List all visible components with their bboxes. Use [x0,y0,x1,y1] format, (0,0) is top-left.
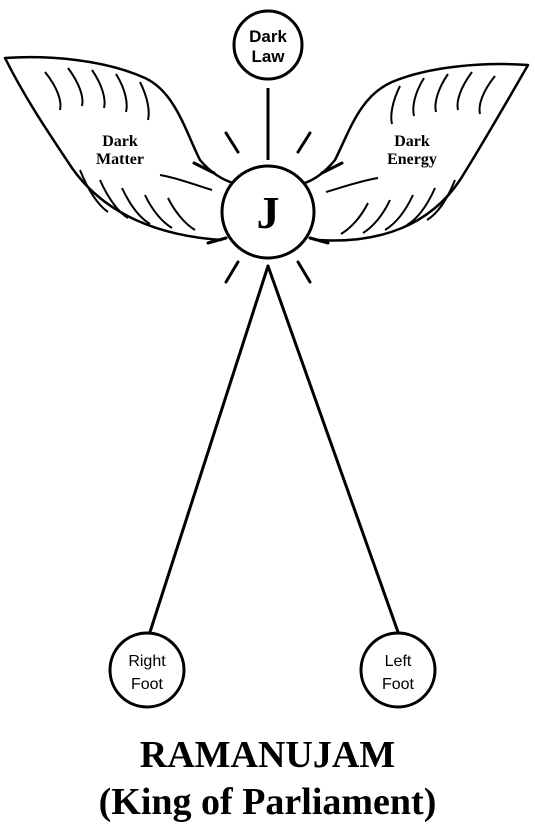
right-wing-label-1: Dark [394,133,430,150]
left-foot-label-2: Foot [382,676,415,693]
right-wing [301,62,530,242]
right-leg [148,264,270,634]
center-node [220,164,316,260]
right-wing-feathers [325,71,496,235]
left-foot-node [359,631,437,709]
left-wing-label-1: Dark [102,133,138,150]
left-wing-feathers [44,67,213,231]
left-wing-label-2: Matter [96,151,144,168]
top-node [232,9,304,81]
left-leg [266,264,400,634]
title-line-1: RAMANUJAM [139,734,396,776]
center-rays [192,131,344,284]
center-label: J [257,187,280,238]
right-foot-label-1: Right [128,653,166,670]
legs [148,264,400,634]
left-foot-label-1: Left [385,653,412,670]
right-foot-node [108,631,186,709]
left-wing [3,55,237,242]
top-node-label-1: Dark [249,27,287,46]
top-node-label-2: Law [251,47,285,66]
right-foot-label-2: Foot [131,676,164,693]
title-line-2: (King of Parliament) [98,781,437,823]
right-wing-label-2: Energy [387,151,437,168]
